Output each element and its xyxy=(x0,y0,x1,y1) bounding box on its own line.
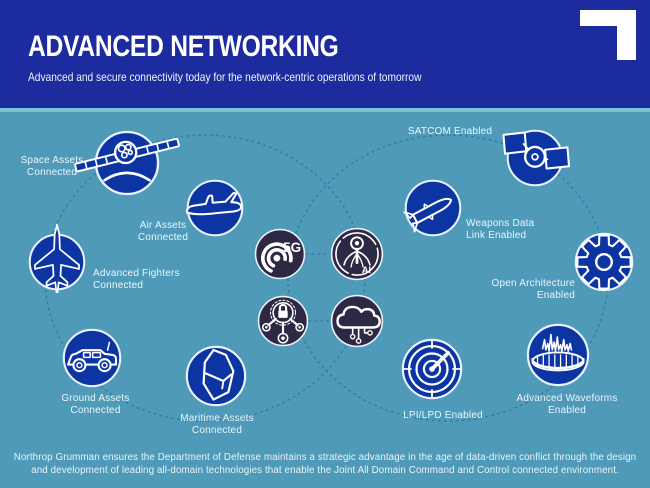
missile-icon xyxy=(403,179,462,237)
satcom-label: SATCOM Enabled xyxy=(407,126,493,137)
five-g-text: 5G xyxy=(283,240,301,255)
advanced-waveforms-label: Advanced Waveforms Enabled xyxy=(516,393,618,416)
maritime-assets-node xyxy=(185,345,247,407)
ai-node: AI xyxy=(330,227,384,281)
open-architecture-node xyxy=(574,232,634,292)
ship-icon xyxy=(185,345,247,407)
ground-assets-label: Ground Assets Connected xyxy=(61,393,130,416)
space-satellite-icon xyxy=(74,130,180,196)
ai-antenna-icon: AI xyxy=(330,227,384,281)
five-g-node: 5G xyxy=(254,228,306,280)
weapons-data-link-label: Weapons Data Link Enabled xyxy=(466,218,535,241)
ground-vehicle-icon xyxy=(62,328,122,388)
ground-assets-node xyxy=(62,328,122,388)
radar-target-icon xyxy=(401,338,463,400)
satcom-node xyxy=(502,129,571,187)
secure-network-node xyxy=(257,295,309,347)
header-banner: ADVANCED NETWORKING Advanced and secure … xyxy=(0,0,650,108)
space-assets-label: Space Assets Connected xyxy=(20,155,84,178)
weapons-data-link-node xyxy=(403,179,462,237)
gear-icon xyxy=(574,232,634,292)
space-assets-node xyxy=(74,130,180,196)
northrop-grumman-logo-icon xyxy=(580,10,636,60)
footer-text: Northrop Grumman ensures the Department … xyxy=(13,452,637,476)
air-assets-label: Air Assets Connected xyxy=(137,220,189,243)
cloud-network-icon xyxy=(330,294,384,348)
aircraft-icon xyxy=(186,179,244,237)
ai-text: AI xyxy=(362,265,371,275)
header-divider xyxy=(0,108,650,112)
fighter-jet-icon xyxy=(28,224,86,294)
5g-signal-icon: 5G xyxy=(254,228,306,280)
open-architecture-label: Open Architecture Enabled xyxy=(491,278,575,301)
page-subtitle: Advanced and secure connectivity today f… xyxy=(28,70,422,84)
maritime-assets-label: Maritime Assets Connected xyxy=(180,413,254,436)
advanced-waveforms-node xyxy=(526,323,590,387)
satcom-satellite-icon xyxy=(502,129,571,187)
page-title: ADVANCED NETWORKING xyxy=(28,30,339,63)
advanced-fighters-label: Advanced Fighters Connected xyxy=(93,268,180,291)
advanced-fighters-node xyxy=(28,224,86,294)
waveform-array-icon xyxy=(526,323,590,387)
lpi-lpd-label: LPI/LPD Enabled xyxy=(403,410,483,421)
lpi-lpd-node xyxy=(401,338,463,400)
air-assets-node xyxy=(186,179,244,237)
secure-network-lock-icon xyxy=(257,295,309,347)
connected-cloud-node xyxy=(330,294,384,348)
